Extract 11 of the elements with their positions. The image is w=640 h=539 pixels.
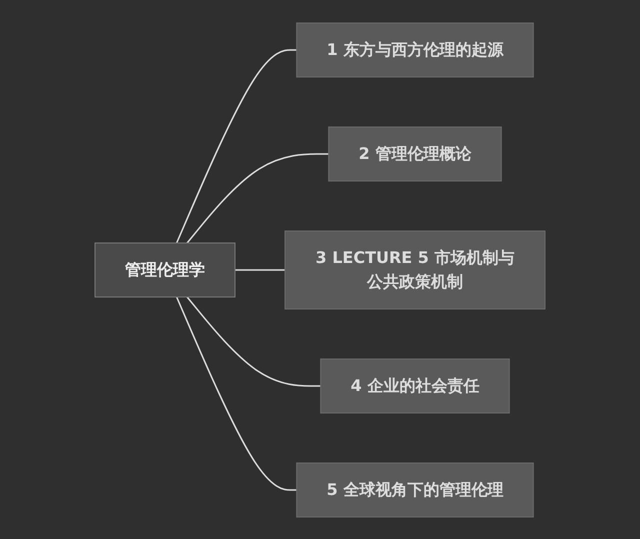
node-box: 4 企业的社会责任 — [320, 358, 510, 413]
connector — [186, 152, 329, 243]
node-box: 1 东方与西方伦理的起源 — [296, 22, 534, 77]
node-box: 5 全球视角下的管理伦理 — [296, 462, 534, 517]
node-box: 2 管理伦理概论 — [328, 126, 502, 181]
node-box: 管理伦理学 — [94, 242, 236, 297]
connector — [235, 268, 285, 270]
node-box: 3 LECTURE 5 市场机制与公共政策机制 — [284, 230, 546, 309]
connector — [176, 48, 297, 243]
connector — [186, 296, 321, 386]
connector — [176, 296, 297, 490]
